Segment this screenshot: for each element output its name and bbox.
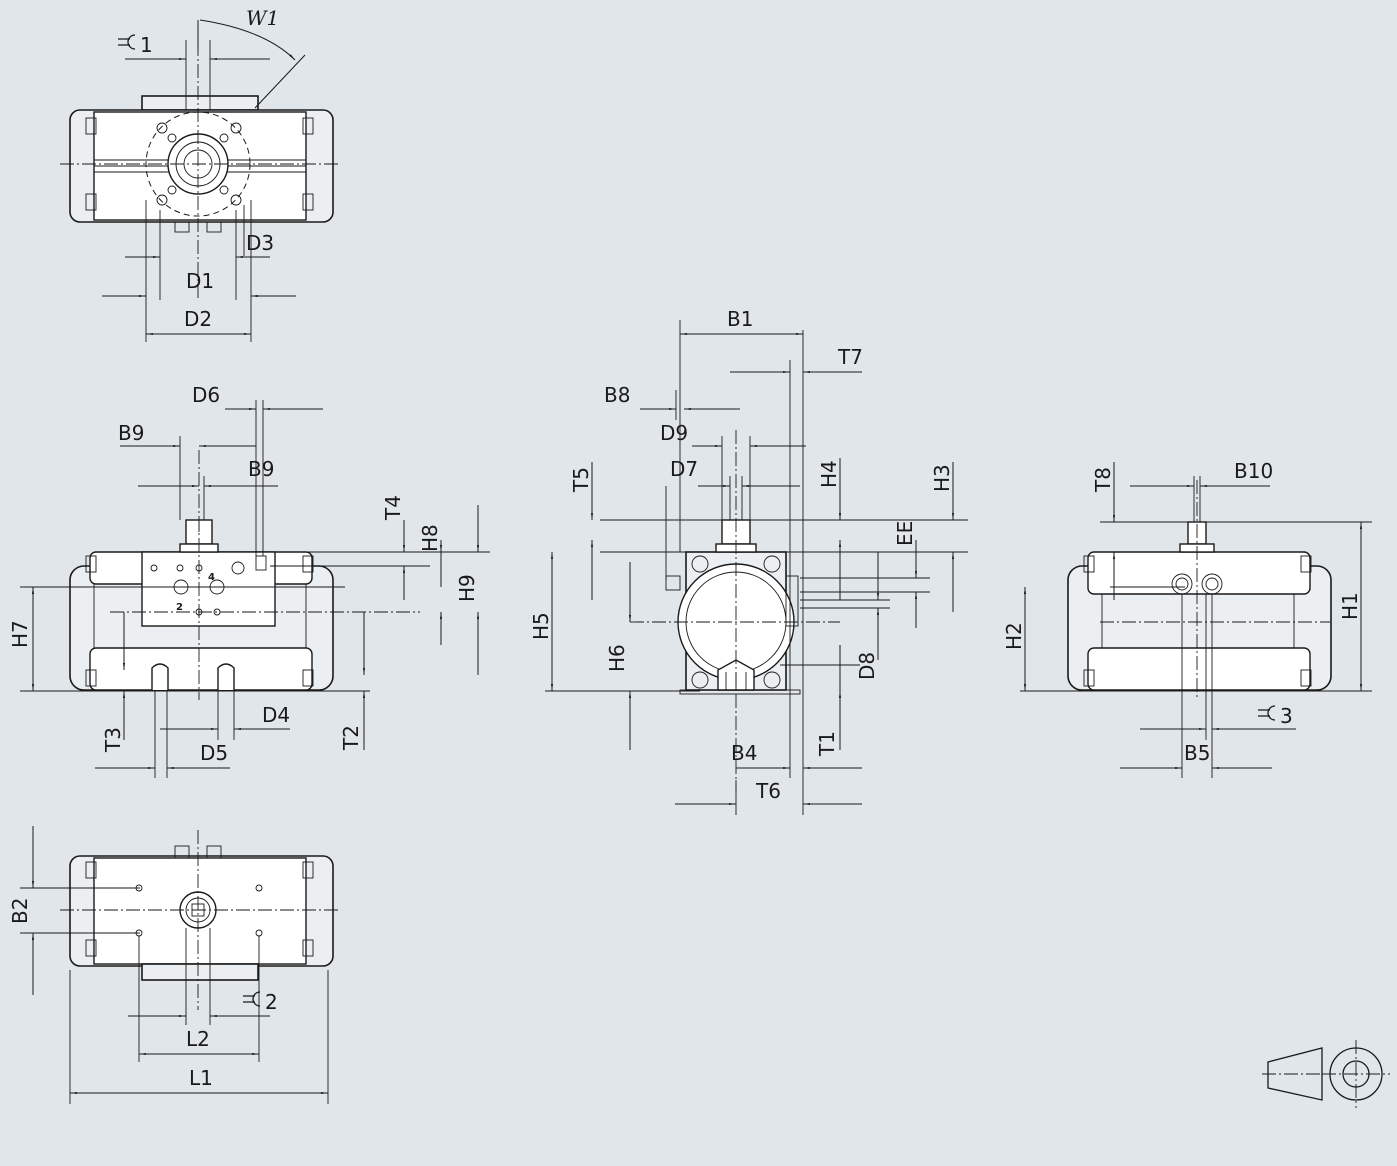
rear-view: T8 B10 H1 H2 3 B5 bbox=[1002, 459, 1372, 778]
side-view: B1 T7 B8 D9 D7 T5 H4 H3 bbox=[529, 307, 968, 815]
label-h7: H7 bbox=[8, 620, 32, 648]
label-h2: H2 bbox=[1002, 622, 1026, 650]
label-b8: B8 bbox=[604, 383, 630, 407]
label-h8: H8 bbox=[418, 524, 442, 552]
label-t3: T3 bbox=[101, 727, 125, 753]
label-b4: B4 bbox=[731, 741, 757, 765]
label-h3: H3 bbox=[930, 464, 954, 492]
label-d8: D8 bbox=[855, 652, 879, 680]
label-h6: H6 bbox=[605, 644, 629, 672]
label-wrench2: 2 bbox=[265, 990, 278, 1014]
label-t1: T1 bbox=[815, 731, 839, 757]
label-t5: T5 bbox=[569, 467, 593, 493]
label-d3: D3 bbox=[246, 231, 274, 255]
label-ee: EE bbox=[893, 521, 917, 546]
label-wrench1: 1 bbox=[140, 33, 153, 57]
bottom-view: B2 2 L2 L1 bbox=[8, 826, 340, 1104]
label-d6: D6 bbox=[192, 383, 220, 407]
label-d9: D9 bbox=[660, 421, 688, 445]
wrench-icon bbox=[118, 34, 136, 50]
wrench-icon bbox=[1258, 705, 1276, 721]
label-h4: H4 bbox=[817, 460, 841, 488]
top-view: W1 1 D3 D1 D2 bbox=[60, 6, 340, 342]
label-b9-top: B9 bbox=[118, 421, 144, 445]
label-port2: 2 bbox=[176, 602, 183, 613]
label-l2: L2 bbox=[186, 1027, 210, 1051]
label-d5: D5 bbox=[200, 741, 228, 765]
label-b5: B5 bbox=[1184, 741, 1210, 765]
label-t6: T6 bbox=[755, 779, 781, 803]
label-d1: D1 bbox=[186, 269, 214, 293]
label-wrench3: 3 bbox=[1280, 704, 1293, 728]
label-w1: W1 bbox=[246, 6, 279, 30]
label-d2: D2 bbox=[184, 307, 212, 331]
label-port4: 4 bbox=[208, 572, 215, 583]
label-t2: T2 bbox=[339, 725, 363, 751]
label-b1: B1 bbox=[727, 307, 753, 331]
label-l1: L1 bbox=[189, 1066, 213, 1090]
projection-symbol-icon bbox=[1262, 1040, 1390, 1108]
label-d4: D4 bbox=[262, 703, 290, 727]
label-h9: H9 bbox=[455, 574, 479, 602]
label-b10: B10 bbox=[1234, 459, 1273, 483]
label-h5: H5 bbox=[529, 612, 553, 640]
wrench-icon bbox=[243, 991, 261, 1007]
label-h1: H1 bbox=[1338, 592, 1362, 620]
front-view: 4 2 D6 B9 B9 T4 H8 bbox=[8, 383, 490, 778]
label-t7: T7 bbox=[837, 345, 863, 369]
label-t4: T4 bbox=[381, 495, 405, 521]
label-t8: T8 bbox=[1091, 467, 1115, 493]
label-b9-bottom: B9 bbox=[248, 457, 274, 481]
label-b2: B2 bbox=[8, 898, 32, 924]
label-d7: D7 bbox=[670, 457, 698, 481]
